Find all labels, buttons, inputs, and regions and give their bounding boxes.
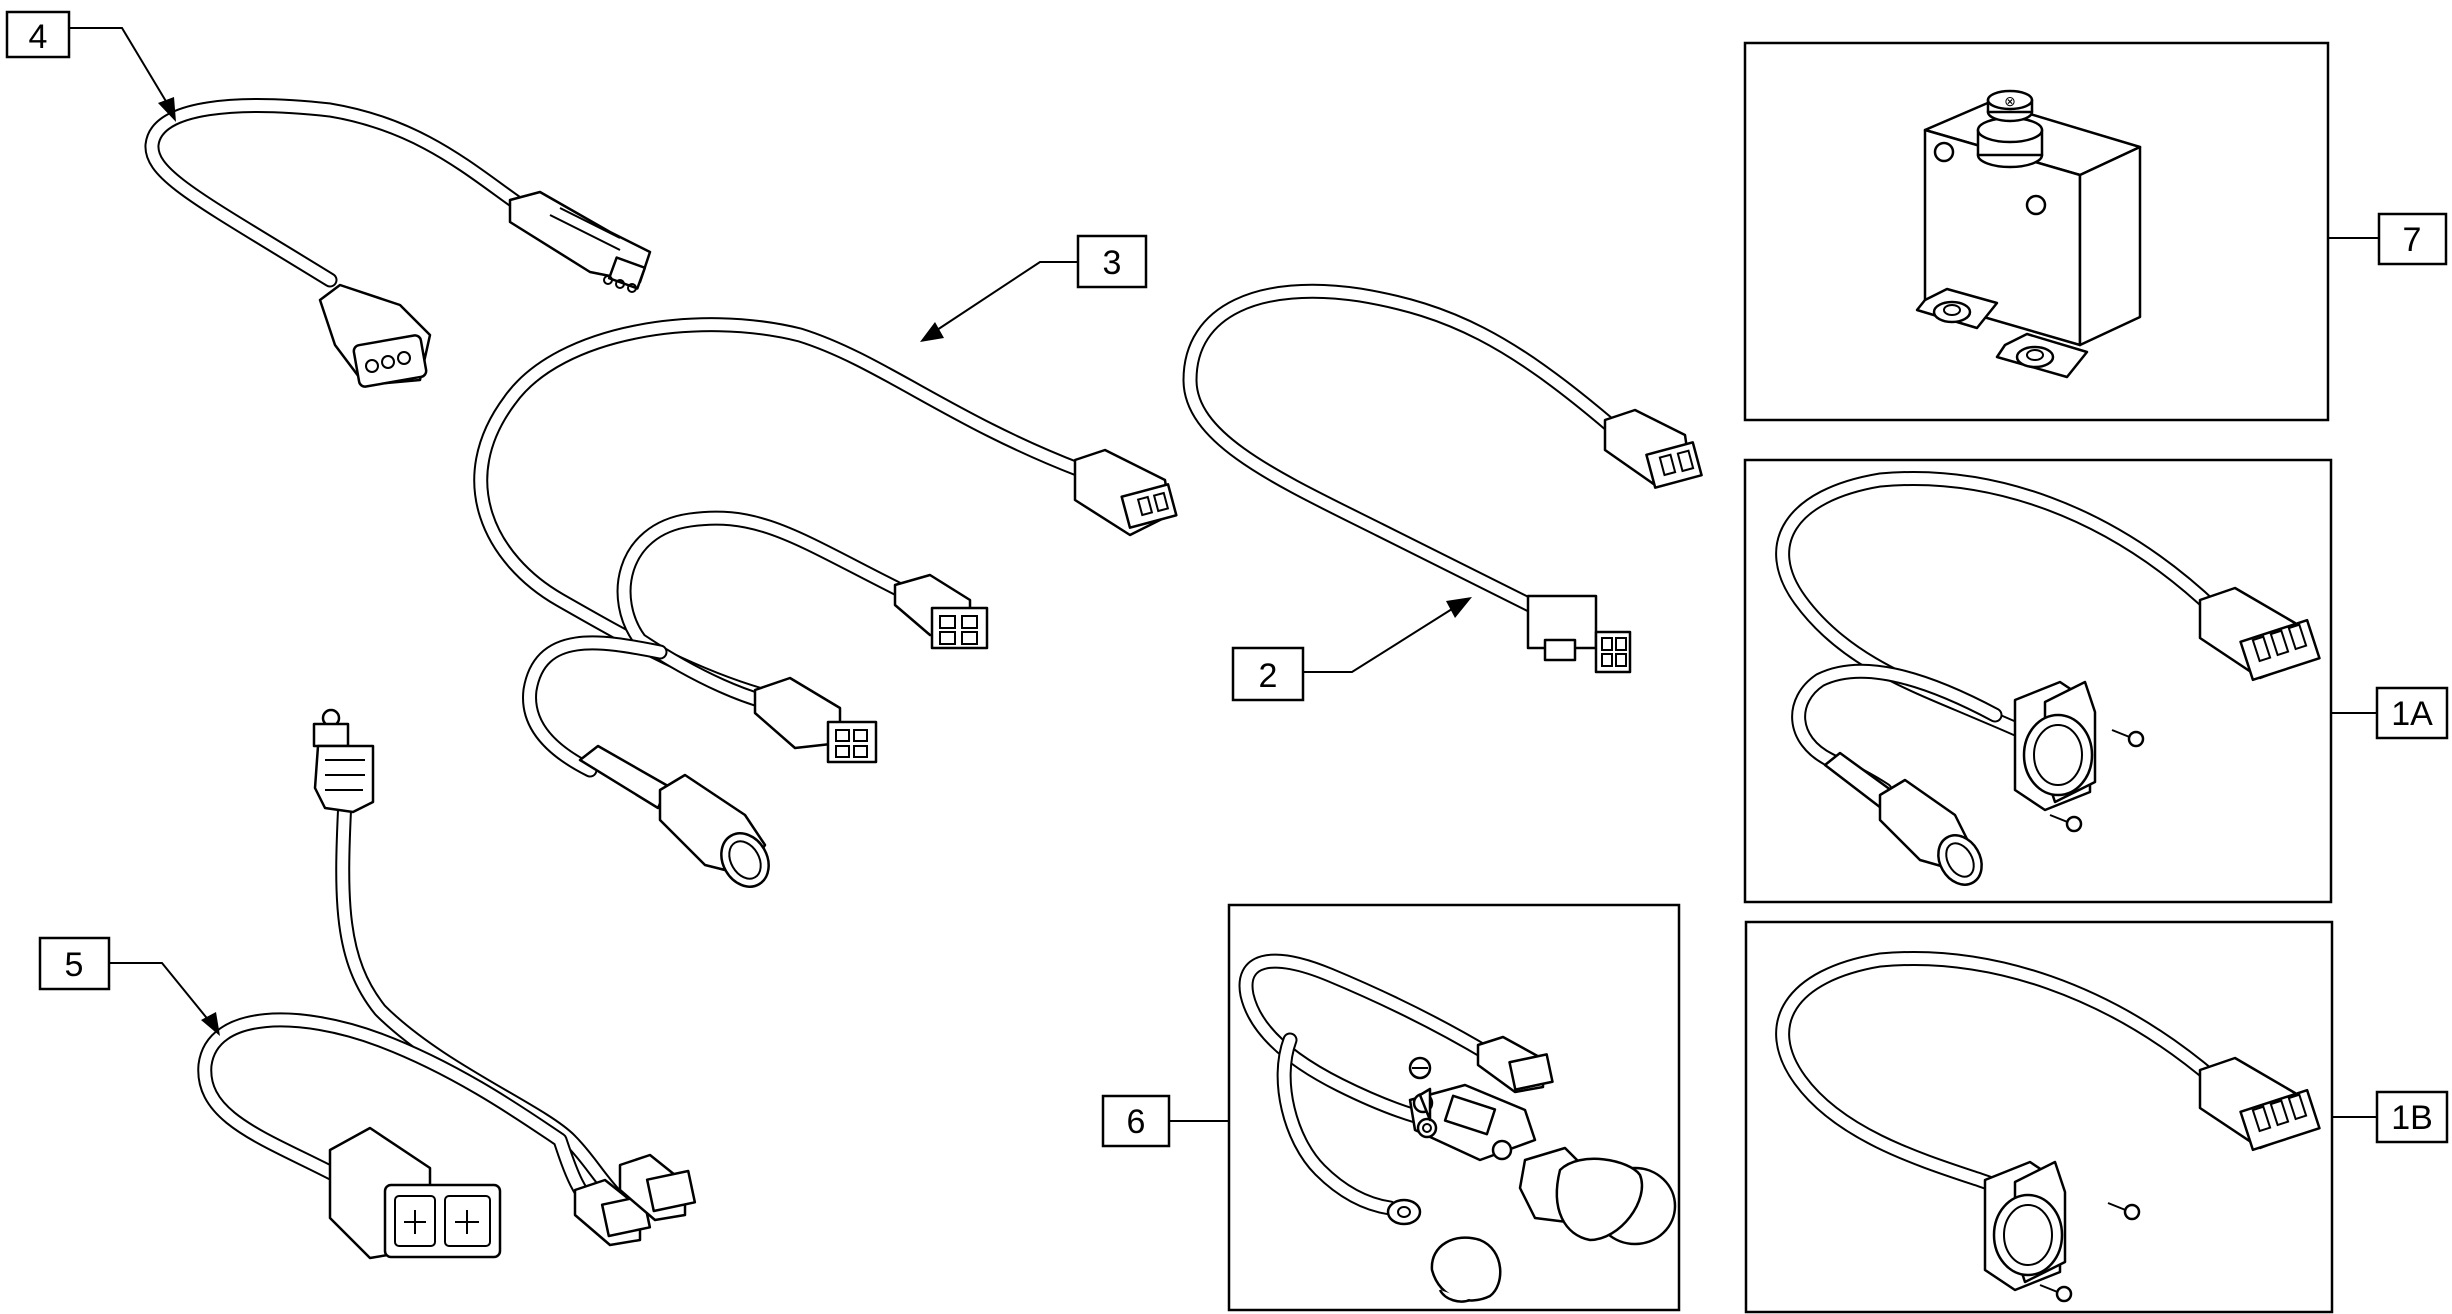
callout-2: 2 xyxy=(1231,597,1472,702)
callout-1b: 1B xyxy=(2332,1090,2449,1144)
callout-4-label: 4 xyxy=(29,18,48,56)
part-6-frame xyxy=(1227,903,1681,1312)
connector-2b xyxy=(1526,594,1632,674)
callout-6-label: 6 xyxy=(1127,1103,1146,1141)
callout-7: 7 xyxy=(2328,212,2448,266)
connector-5-top xyxy=(312,708,375,814)
callout-2-label: 2 xyxy=(1259,657,1278,695)
callout-5-label: 5 xyxy=(65,946,84,984)
callout-7-label: 7 xyxy=(2403,221,2422,259)
circuit-breaker: ⊗ xyxy=(1915,89,2142,379)
screw-1a-b xyxy=(2049,814,2083,833)
connector-5-pair xyxy=(573,1153,697,1247)
connector-3d xyxy=(578,744,770,888)
callout-6: 6 xyxy=(1101,1094,1229,1148)
connector-1a-plug xyxy=(2198,586,2321,682)
part-4-harness xyxy=(144,98,652,388)
callout-5: 5 xyxy=(38,936,220,1036)
connector-6a xyxy=(1476,1035,1554,1094)
part-5-harness xyxy=(197,708,697,1260)
screw-1b-b xyxy=(2039,1284,2073,1303)
breaker-reset-icon: ⊗ xyxy=(2004,93,2016,109)
part-2-harness xyxy=(1182,283,1703,674)
charger-port-1a xyxy=(2013,680,2097,812)
boot-6b xyxy=(1430,1236,1502,1303)
connector-3b xyxy=(893,573,989,650)
callout-1a: 1A xyxy=(2331,686,2449,740)
connector-1a-round xyxy=(1823,751,1983,886)
ring-terminal-6 xyxy=(1386,1198,1422,1226)
callout-3: 3 xyxy=(920,234,1148,342)
fuse-block-6 xyxy=(1408,1056,1537,1162)
part-7-frame: ⊗ xyxy=(1743,41,2330,422)
callout-1a-label: 1A xyxy=(2391,695,2433,733)
part-3-harness xyxy=(473,317,1178,888)
charger-port-1b xyxy=(1983,1160,2067,1292)
boot-6a xyxy=(1518,1146,1677,1246)
connector-3a xyxy=(1073,448,1178,537)
part-1b-frame xyxy=(1744,920,2334,1314)
callout-3-label: 3 xyxy=(1103,244,1122,282)
screw-1b-a xyxy=(2107,1202,2141,1221)
connector-4a xyxy=(508,190,652,293)
terminal-7a xyxy=(1915,287,1999,330)
terminal-7b xyxy=(1995,332,2089,379)
connector-1b-plug xyxy=(2198,1056,2321,1152)
screw-1a-a xyxy=(2111,729,2145,748)
connector-5-charger xyxy=(328,1126,502,1260)
connector-3c xyxy=(753,676,878,764)
callout-4: 4 xyxy=(5,10,176,122)
callout-1b-label: 1B xyxy=(2391,1099,2433,1137)
connector-4b xyxy=(318,283,432,388)
connector-2a xyxy=(1603,408,1703,489)
part-1a-frame xyxy=(1743,458,2333,904)
